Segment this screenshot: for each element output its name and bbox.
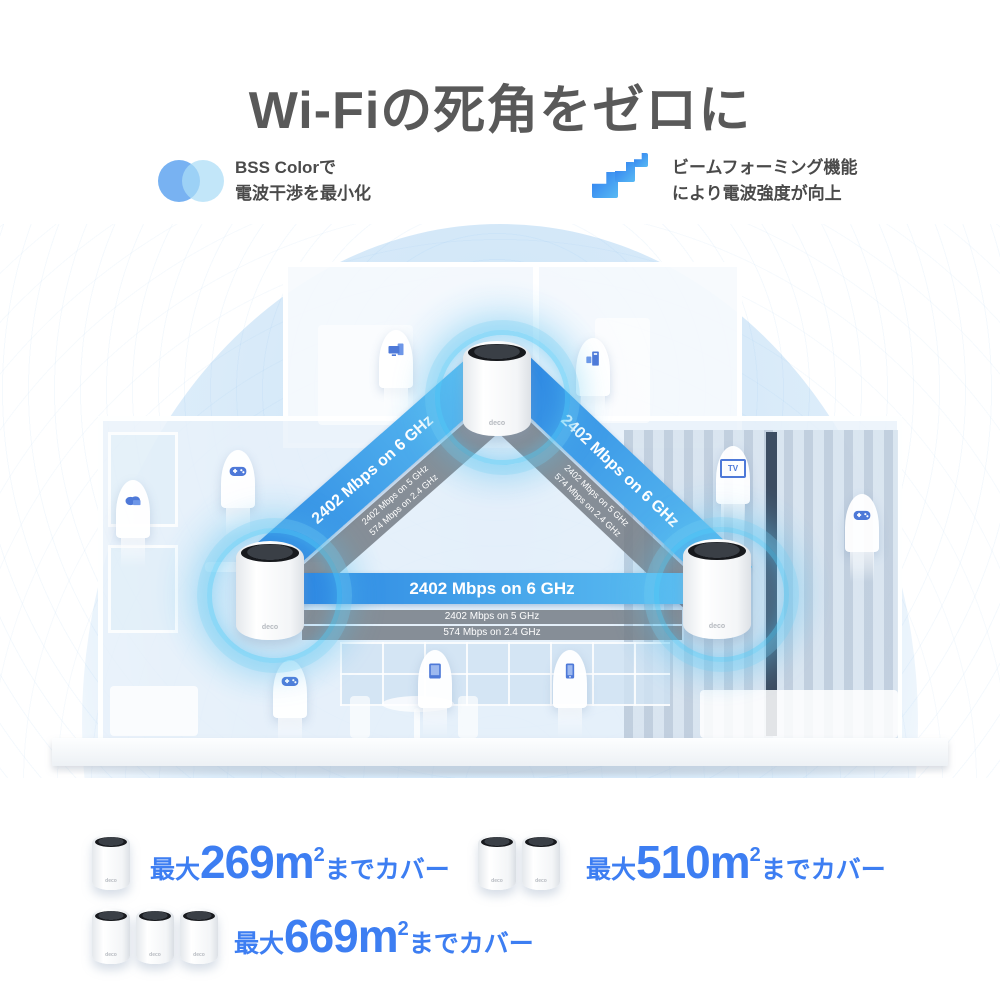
game-controller-glyph bbox=[229, 466, 247, 476]
deco-logo: deco bbox=[535, 878, 547, 884]
cloud-storage-glyph bbox=[125, 496, 141, 506]
feature-beamforming-line2: により電波強度が向上 bbox=[672, 184, 842, 204]
coverage-superscript: 2 bbox=[313, 844, 325, 866]
deco-unit-icon: deco bbox=[180, 908, 218, 964]
coverage-area-value: 510 bbox=[636, 836, 711, 888]
coverage-1-pack: deco 最大269m2までカバー bbox=[92, 834, 450, 890]
deco-unit-icons: deco bbox=[92, 834, 130, 890]
kitchen-cabinets bbox=[340, 642, 670, 706]
coverage-unit: m bbox=[709, 836, 751, 888]
bss-circle-right bbox=[182, 160, 224, 202]
house-cross-section-scene: TV 2402 Mbps on 6 GHz 2402 Mbps on 5 GHz… bbox=[0, 224, 1000, 778]
deco-top-cap bbox=[95, 911, 127, 922]
coverage-prefix: 最大 bbox=[150, 856, 201, 884]
cloud-storage-icon bbox=[116, 480, 150, 568]
desktop-pc-glyph bbox=[586, 351, 599, 366]
tablet-icon bbox=[418, 650, 452, 738]
smartphone-icon bbox=[553, 650, 587, 738]
deco-logo: deco bbox=[491, 878, 503, 884]
sofa bbox=[110, 686, 198, 736]
deco-top-cap bbox=[95, 837, 127, 848]
tv-icon: TV bbox=[716, 446, 750, 534]
feature-beamforming-line1: ビームフォーミング機能 bbox=[672, 158, 858, 177]
coverage-prefix: 最大 bbox=[586, 856, 637, 884]
bss-color-overlap-circles-icon bbox=[158, 160, 224, 204]
coverage-prefix: 最大 bbox=[234, 930, 285, 958]
link-bottom-band-24ghz: 574 Mbps on 2.4 GHz bbox=[302, 626, 682, 640]
deco-unit-icons: deco deco bbox=[478, 834, 560, 890]
tv-glyph: TV bbox=[720, 459, 746, 478]
deco-top-cap bbox=[481, 837, 513, 848]
deco-unit-icon: deco bbox=[522, 834, 560, 890]
deco-logo: deco bbox=[105, 952, 117, 958]
game-controller-icon bbox=[273, 660, 307, 748]
deco-top-cap bbox=[183, 911, 215, 922]
coverage-suffix: までカバー bbox=[324, 856, 450, 884]
coverage-suffix: までカバー bbox=[760, 856, 886, 884]
feature-bss-line2: 電波干渉を最小化 bbox=[235, 184, 371, 204]
deco-logo: deco bbox=[708, 623, 726, 630]
deco-logo: deco bbox=[105, 878, 117, 884]
coverage-area-value: 269 bbox=[200, 836, 275, 888]
tablet-glyph bbox=[429, 663, 441, 679]
right-deco-ring bbox=[654, 527, 789, 662]
chair-right bbox=[458, 696, 478, 738]
deco-unit-right: deco bbox=[683, 539, 751, 639]
deco-unit-top: deco bbox=[463, 341, 531, 436]
coverage-suffix: までカバー bbox=[408, 930, 534, 958]
game-controller-glyph bbox=[281, 676, 299, 686]
deco-top-cap bbox=[468, 344, 526, 362]
dual-monitor-glyph bbox=[388, 343, 404, 356]
deco-logo: deco bbox=[261, 624, 279, 631]
coverage-superscript: 2 bbox=[749, 844, 761, 866]
desktop-pc-icon bbox=[576, 338, 610, 426]
deco-unit-icon: deco bbox=[92, 908, 130, 964]
dual-monitor-icon bbox=[379, 330, 413, 418]
coverage-unit: m bbox=[357, 910, 399, 962]
left-deco-ring bbox=[207, 528, 342, 663]
deco-unit-left: deco bbox=[236, 541, 304, 640]
dining-table-leg bbox=[414, 708, 420, 740]
deco-logo: deco bbox=[488, 420, 506, 427]
ground-shadow bbox=[40, 766, 960, 778]
link-bottom-band-6ghz: 2402 Mbps on 6 GHz bbox=[270, 573, 714, 604]
deco-unit-icon: deco bbox=[92, 834, 130, 890]
page-title: Wi-Fiの死角をゼロに bbox=[248, 82, 752, 140]
deco-unit-icon: deco bbox=[478, 834, 516, 890]
game-controller-icon bbox=[845, 494, 879, 582]
coverage-1-text: 最大269m2までカバー bbox=[150, 835, 450, 889]
coverage-2-pack: deco deco 最大510m2までカバー bbox=[478, 834, 886, 890]
coverage-area-value: 669 bbox=[284, 910, 359, 962]
feature-beamforming: ビームフォーミング機能 により電波強度が向上 bbox=[672, 155, 857, 208]
coverage-3-text: 最大669m2までカバー bbox=[234, 909, 534, 963]
link-bottom-band-5ghz: 2402 Mbps on 5 GHz bbox=[302, 610, 682, 624]
smartphone-glyph bbox=[565, 663, 575, 679]
beamforming-steps-icon bbox=[590, 150, 650, 202]
feature-bss-color: BSS Colorで 電波干渉を最小化 bbox=[235, 155, 371, 208]
deco-unit-icons: deco deco deco bbox=[92, 908, 218, 964]
coverage-superscript: 2 bbox=[397, 918, 409, 940]
deco-top-cap bbox=[688, 542, 746, 560]
game-controller-glyph bbox=[853, 510, 871, 520]
deco-top-cap bbox=[241, 544, 299, 562]
chair-left bbox=[350, 696, 370, 738]
top-deco-ring bbox=[435, 330, 570, 465]
deco-unit-icon: deco bbox=[136, 908, 174, 964]
coverage-3-pack: deco deco deco 最大669m2までカバー bbox=[92, 908, 534, 964]
floor-platform bbox=[52, 738, 948, 766]
game-controller-icon bbox=[221, 450, 255, 538]
deco-logo: deco bbox=[193, 952, 205, 958]
deco-top-cap bbox=[525, 837, 557, 848]
deco-top-cap bbox=[139, 911, 171, 922]
deco-logo: deco bbox=[149, 952, 161, 958]
coverage-unit: m bbox=[273, 836, 315, 888]
feature-bss-line1: BSS Colorで bbox=[235, 158, 337, 177]
kitchen-counter bbox=[700, 690, 898, 738]
coverage-2-text: 最大510m2までカバー bbox=[586, 835, 886, 889]
